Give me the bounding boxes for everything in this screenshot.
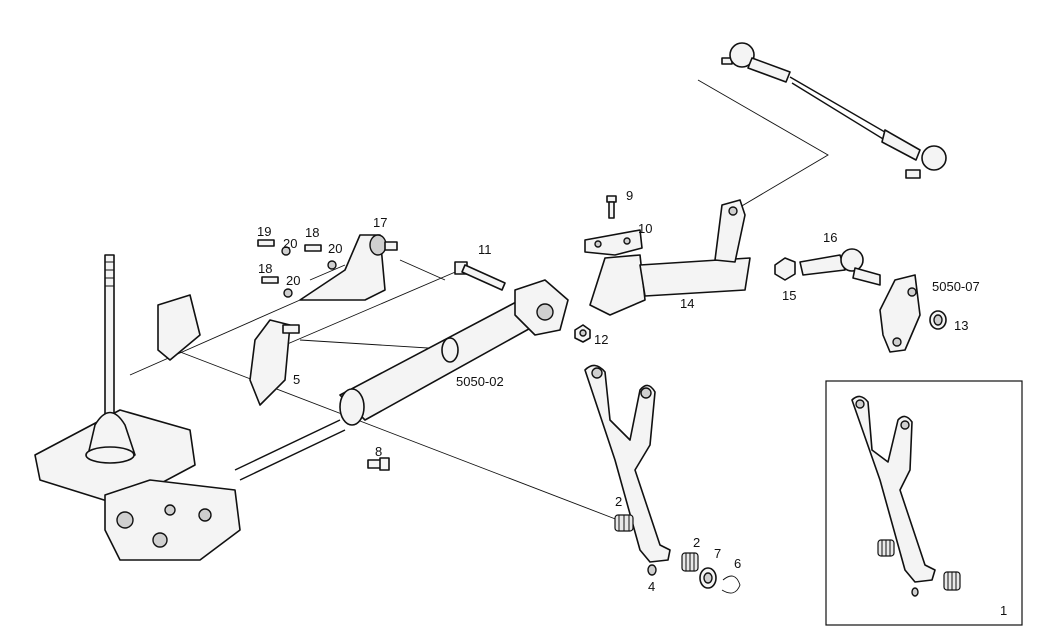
label-18-low: 18 [258,261,272,276]
label-5: 5 [293,372,300,387]
nut-12 [574,324,591,343]
plate-10 [584,229,643,256]
bolt-11 [454,261,506,291]
label-7: 7 [714,546,721,561]
bolt-9 [606,195,617,219]
reference-5050-07: 5050-07 [932,279,980,294]
label-10: 10 [638,221,652,236]
label-20-low: 20 [286,273,300,288]
nut-4 [647,564,657,576]
label-20-mid: 20 [328,241,342,256]
label-6: 6 [734,556,741,571]
label-12: 12 [594,332,608,347]
label-16: 16 [823,230,837,245]
label-14: 14 [680,296,694,311]
label-1: 1 [1000,603,1007,618]
label-18-top: 18 [305,225,319,240]
washers-7-6 [699,567,741,594]
reference-5050-02: 5050-02 [456,374,504,389]
part-labels: 9 10 11 12 14 15 16 13 17 19 20 18 20 18… [257,188,1007,618]
label-2-right: 2 [693,535,700,550]
selector-fork [584,364,671,563]
ball-joint-16 [774,248,881,286]
label-2-top: 2 [615,494,622,509]
label-13: 13 [954,318,968,333]
label-20-top: 20 [283,236,297,251]
needle-bearings [614,514,699,572]
label-8: 8 [375,444,382,459]
shift-tube-assembly [234,279,569,481]
lever-5050-07 [879,274,921,353]
bracket-17 [299,234,398,301]
gear-lever-assembly [34,254,241,561]
label-15: 15 [782,288,796,303]
bolt-8 [367,457,390,471]
label-4: 4 [648,579,655,594]
nut-13 [929,310,947,330]
bolts-18-19-20 [257,239,337,298]
label-17: 17 [373,215,387,230]
bracket-5 [249,319,300,406]
label-9: 9 [626,188,633,203]
label-11: 11 [478,242,492,257]
tie-rod [721,42,947,179]
inset-frame [825,380,1023,626]
inset-fork-assembly [851,395,961,597]
leader-lines [129,79,829,521]
label-19: 19 [257,224,271,239]
shift-arm-14 [589,199,751,316]
